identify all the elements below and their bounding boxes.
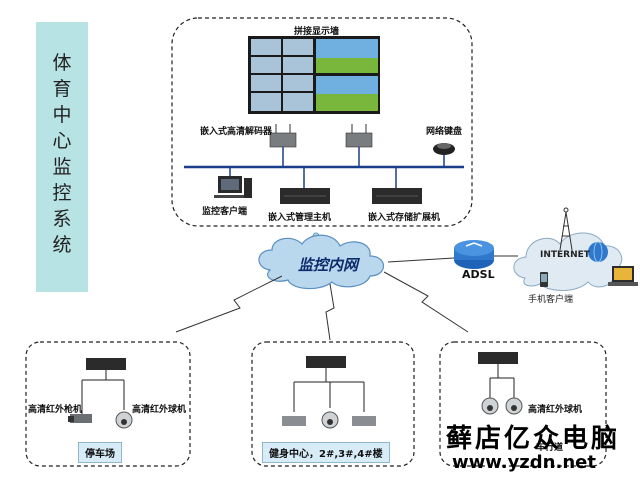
site-1-name: 停车场 xyxy=(78,442,122,463)
decoder-2 xyxy=(345,124,373,148)
title-panel xyxy=(36,22,88,292)
watermark-brand: 藓店亿众电脑 xyxy=(446,424,621,454)
site-3-name: 车行道 xyxy=(536,443,564,453)
mobile-client-label: 手机客户端 xyxy=(528,295,574,305)
link-site-1 xyxy=(175,275,283,333)
site-3-dome-camera-1 xyxy=(481,397,499,415)
site-1-right-camera-label: 高清红外球机 xyxy=(132,405,187,415)
client-label: 监控客户端 xyxy=(202,207,248,217)
site-1-dome-camera xyxy=(115,411,133,429)
intranet-label: 监控内网 xyxy=(298,256,359,274)
site-3-switch xyxy=(478,352,518,398)
link-site-2 xyxy=(325,283,335,341)
mobile-phone-icon xyxy=(540,272,548,287)
laptop-icon xyxy=(608,266,638,286)
site-1-switch xyxy=(81,358,126,414)
control-room-container xyxy=(171,17,473,227)
internet-label: INTERNET xyxy=(540,250,590,260)
site-1-bullet-camera xyxy=(68,414,92,423)
keyboard-label: 网络键盘 xyxy=(426,127,463,137)
diagram-title: 体育中心监控系统 xyxy=(52,52,72,256)
site-2-bullet-camera-2 xyxy=(352,416,376,426)
decoder-label: 嵌入式高清解码器 xyxy=(200,127,273,137)
watermark-url: www.yzdn.net xyxy=(452,452,596,473)
adsl-label: ADSL xyxy=(462,268,495,281)
management-host-label: 嵌入式管理主机 xyxy=(268,213,332,223)
site-2-name: 健身中心，2#,3#,4#楼 xyxy=(262,442,390,463)
link-site-3 xyxy=(383,271,469,333)
intranet-cloud xyxy=(258,234,385,290)
globe-icon xyxy=(588,241,608,263)
network-keyboard xyxy=(433,143,455,155)
internet-cloud xyxy=(513,232,623,291)
site-2-dome-camera xyxy=(321,411,339,429)
video-wall xyxy=(248,36,380,114)
site-3-right-camera-label: 高清红外球机 xyxy=(528,405,583,415)
video-wall-label: 拼接显示墙 xyxy=(294,27,340,37)
storage-expansion xyxy=(372,188,422,204)
management-host xyxy=(280,188,330,204)
site-container-1 xyxy=(25,341,191,467)
site-1-left-camera-label: 高清红外枪机 xyxy=(28,405,83,415)
site-container-2 xyxy=(251,341,415,467)
storage-label: 嵌入式存储扩展机 xyxy=(368,213,441,223)
site-2-bullet-camera-1 xyxy=(282,416,306,426)
site-3-dome-camera-2 xyxy=(505,397,523,415)
monitoring-client-pc xyxy=(214,176,252,198)
decoder-1 xyxy=(269,124,297,148)
signal-tower xyxy=(559,207,573,251)
adsl-router xyxy=(454,240,494,269)
site-container-3 xyxy=(439,341,607,467)
site-2-switch xyxy=(293,356,365,412)
